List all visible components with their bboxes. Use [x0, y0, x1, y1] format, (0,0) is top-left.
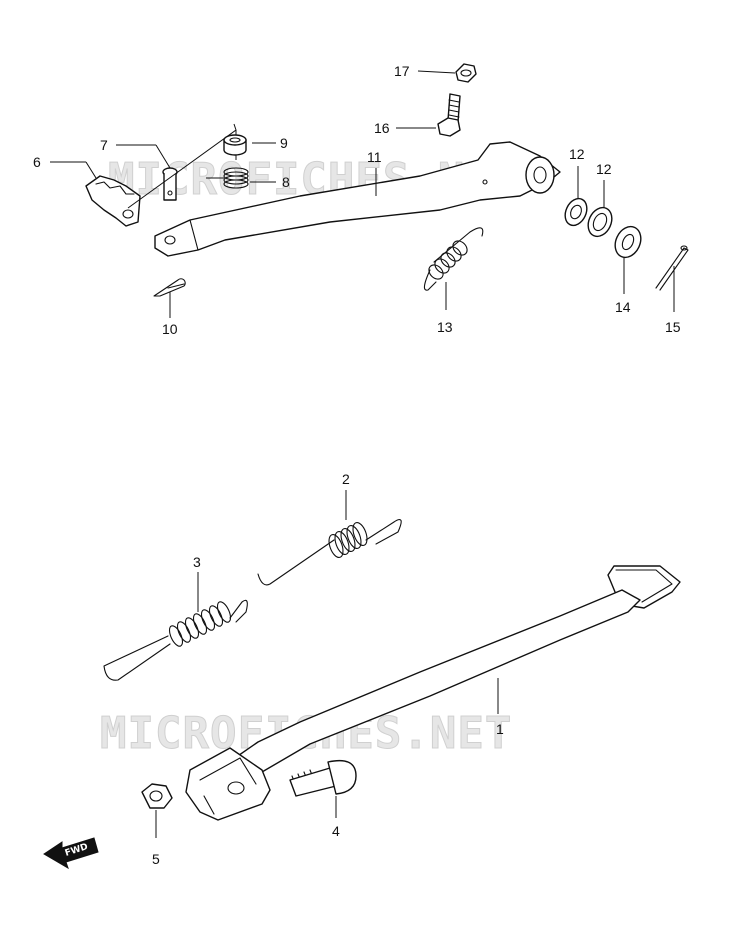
part-12-seal-b[interactable]	[584, 204, 617, 240]
callout-3: 3	[193, 554, 201, 570]
part-3-spring[interactable]	[103, 599, 248, 681]
callout-7: 7	[100, 137, 108, 153]
callout-12b: 12	[596, 161, 612, 177]
callout-9: 9	[280, 135, 288, 151]
callout-15: 15	[665, 319, 681, 335]
leader-17	[417, 70, 456, 74]
part-8-spring[interactable]	[223, 167, 249, 189]
callout-4: 4	[332, 823, 340, 839]
callout-17: 17	[394, 63, 410, 79]
callout-2: 2	[342, 471, 350, 487]
part-4-pivot-bolt[interactable]	[289, 759, 357, 797]
leader-7b	[155, 144, 171, 169]
part-7-pin[interactable]	[162, 167, 178, 201]
callout-14: 14	[615, 299, 631, 315]
callout-6: 6	[33, 154, 41, 170]
watermark-bottom: MICROFICHES.NET	[100, 708, 512, 759]
part-16-bolt[interactable]	[437, 93, 461, 137]
part-2-spring[interactable]	[257, 519, 402, 586]
callout-12a: 12	[569, 146, 585, 162]
callout-8: 8	[282, 174, 290, 190]
callout-10: 10	[162, 321, 178, 337]
leader-6b	[85, 161, 97, 179]
part-11-brake-pedal[interactable]	[154, 141, 561, 257]
part-15-cotter-pin[interactable]	[655, 245, 689, 291]
callout-13: 13	[437, 319, 453, 335]
part-9-bushing[interactable]	[223, 134, 247, 156]
part-5-nut[interactable]	[141, 783, 173, 809]
part-13-spring[interactable]	[423, 227, 484, 291]
callout-11: 11	[367, 149, 382, 165]
part-14-washer[interactable]	[610, 222, 645, 261]
part-1-stand[interactable]	[185, 565, 681, 821]
part-6-pedal-tip[interactable]	[85, 175, 141, 227]
fwd-arrow-icon: FWD	[43, 837, 99, 870]
callout-1: 1	[496, 721, 504, 737]
part-17-nut[interactable]	[455, 63, 477, 83]
callout-16: 16	[374, 120, 390, 136]
part-10-cotter-pin[interactable]	[153, 278, 186, 297]
part-12-washer-a[interactable]	[561, 195, 591, 229]
callout-5: 5	[152, 851, 160, 867]
